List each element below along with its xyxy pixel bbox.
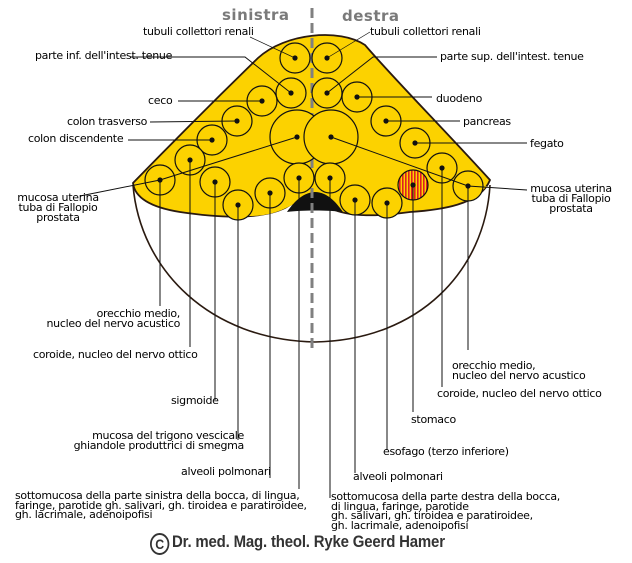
label-right-coroide: coroide, nucleo del nervo ottico [437, 387, 602, 400]
relay-left-alveoli-dot [267, 190, 273, 196]
label-left-tubuli: tubuli collettori renali [143, 25, 254, 38]
label-line: orecchio medio, [452, 359, 536, 372]
leader-right-tubuli [326, 31, 371, 59]
relay-left-trigono-dot [235, 202, 241, 208]
relay-right-orecchio-dot [465, 183, 471, 189]
label-right-intestino-sup: parte sup. dell'intest. tenue [440, 50, 584, 63]
relay-left-coroide-dot [187, 157, 193, 163]
label-right-fegato: fegato [530, 137, 564, 150]
relay-left-ceco-dot [259, 98, 265, 104]
label-left-alveoli: alveoli polmonari [181, 465, 271, 478]
label-line: sottomucosa della parte destra della boc… [331, 490, 560, 503]
label-left-trigono: mucosa del trigono vescicale ghiandole p… [50, 429, 245, 452]
relay-left-tubuli-dot [292, 55, 298, 61]
label-line: ghiandole produttrici di smegma [73, 439, 245, 452]
label-right-esofago: esofago (terzo inferiore) [383, 445, 509, 458]
relay-right-stomaco-dot [410, 182, 416, 188]
relay-dots [157, 55, 471, 208]
label-line: prostata [549, 202, 593, 215]
relay-right-fegato-dot [412, 140, 418, 146]
relay-right-alveoli-dot [352, 197, 358, 203]
label-right-tubuli: tubuli collettori renali [370, 25, 481, 38]
label-line: prostata [36, 211, 80, 224]
relay-right-intestino-sup-dot [324, 90, 330, 96]
label-line: mucosa del trigono vescicale [92, 429, 244, 442]
relay-right-duodeno-dot [354, 94, 360, 100]
label-right-orecchio: orecchio medio, nucleo del nervo acustic… [452, 359, 586, 382]
label-left-ceco: ceco [148, 94, 173, 107]
leader-left-colon-trasverso [149, 120, 238, 123]
label-right-mucosa-uterina: mucosa uterina tuba di Fallopio prostata [528, 182, 614, 215]
leader-right-intestino-sup [326, 56, 437, 94]
relay-right-pancreas-dot [383, 118, 389, 124]
label-left-colon-trasverso: colon trasverso [67, 115, 148, 128]
relay-left-sottomucosa-dot [296, 175, 302, 181]
label-right-sottomucosa: sottomucosa della parte destra della boc… [331, 490, 560, 532]
relay-left-colon-discendente-dot [209, 137, 215, 143]
label-left-colon-discendente: colon discendente [28, 132, 124, 145]
relay-left-orecchio-dot [157, 177, 163, 183]
relay-left-intestino-inf-dot [288, 90, 294, 96]
label-line: gh. lacrimale, adenoipofisi [331, 518, 469, 532]
relay-left-sigmoide-dot [212, 179, 218, 185]
label-right-alveoli: alveoli polmonari [353, 470, 443, 483]
relay-right-tubuli-dot [324, 55, 330, 61]
label-line: faringe, parotide gh. salivari, gh. tiro… [15, 498, 307, 512]
side-title-left: sinistra [222, 6, 290, 24]
leader-left-tubuli [249, 36, 296, 59]
label-line: di lingua, faringe, parotide [331, 499, 469, 513]
label-line: tuba di Fallopio [531, 192, 611, 205]
label-line: tuba di Fallopio [18, 201, 98, 214]
copyright-icon: C [150, 533, 170, 555]
label-line: gh. salivari, gh. tiroidea e paratiroide… [331, 509, 533, 522]
relay-left-sottomucosa-main-dot [294, 134, 300, 140]
label-line: orecchio medio, [96, 307, 181, 320]
label-left-intestino-inf: parte inf. dell'intest. tenue [35, 49, 173, 62]
label-left-orecchio: orecchio medio, nucleo del nervo acustic… [30, 307, 181, 330]
label-right-pancreas: pancreas [463, 115, 511, 128]
label-line: gh. lacrimale, adenoipofisi [15, 508, 153, 521]
label-left-coroide: coroide, nucleo del nervo ottico [33, 348, 198, 361]
relay-right-esofago-dot [384, 200, 390, 206]
label-right-duodeno: duodeno [436, 92, 483, 105]
label-right-stomaco: stomaco [411, 413, 456, 426]
label-left-sigmoide: sigmoide [171, 394, 219, 407]
label-left-sottomucosa: sottomucosa della parte sinistra della b… [15, 489, 307, 521]
relay-right-sottomucosa-main-dot [328, 134, 334, 140]
label-line: sottomucosa della parte sinistra della b… [15, 489, 300, 502]
side-title-right: destra [342, 7, 400, 25]
leader-left-intestino-inf [130, 56, 292, 94]
relay-right-sottomucosa-dot [327, 175, 333, 181]
label-line: nucleo del nervo acustico [452, 369, 586, 382]
copyright-text: Dr. med. Mag. theol. Ryke Geerd Hamer [172, 532, 445, 551]
label-left-mucosa-uterina: mucosa uterina tuba di Fallopio prostata [16, 191, 100, 224]
relay-right-coroide-dot [439, 165, 445, 171]
aqueduct-shape [287, 192, 343, 212]
label-line: mucosa uterina [530, 182, 612, 195]
relay-left-colon-trasverso-dot [234, 118, 240, 124]
label-line: nucleo del nervo acustico [46, 317, 181, 330]
label-line: mucosa uterina [17, 191, 99, 204]
